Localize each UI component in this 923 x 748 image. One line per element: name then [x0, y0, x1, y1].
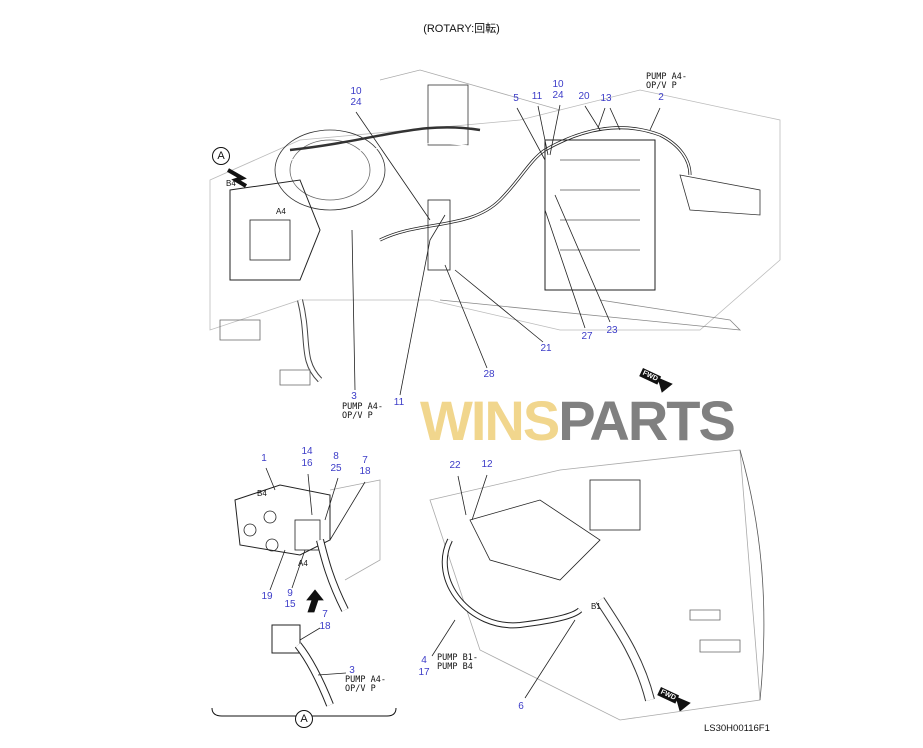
callout-13: 13: [600, 93, 612, 104]
callout-11: 11: [393, 397, 405, 408]
right-view-drawing: [429, 449, 765, 721]
callout-2: 2: [658, 92, 664, 103]
callout-22: 22: [449, 460, 461, 471]
fwd-arrow-lower: [675, 696, 691, 712]
callout-3: 3: [349, 665, 355, 676]
hose-note-pump-a4-opv-top: PUMP A4- OP/V P: [646, 72, 687, 91]
callout-5: 5: [513, 93, 519, 104]
drawing-code: LS30H00116F1: [704, 723, 770, 734]
fwd-arrow-upper: [657, 377, 673, 393]
callout-25: 25: [330, 463, 342, 474]
main-assembly-drawing: [209, 69, 781, 396]
callout-7: 7: [362, 455, 368, 466]
callout-15: 15: [284, 599, 296, 610]
port-b1-tag: B1: [591, 602, 601, 611]
callout-27: 27: [581, 331, 593, 342]
callout-12: 12: [481, 459, 493, 470]
callout-10: 10: [552, 79, 564, 90]
view-a-drawing: [211, 467, 397, 717]
callout-16: 16: [301, 458, 313, 469]
callout-4: 4: [421, 655, 427, 666]
callout-18: 18: [319, 621, 331, 632]
callout-20: 20: [578, 91, 590, 102]
callout-18: 18: [359, 466, 371, 477]
diagram-title: (ROTARY:回転): [423, 23, 500, 35]
callout-28: 28: [483, 369, 495, 380]
callout-24: 24: [350, 97, 362, 108]
watermark-logo: WINSPARTS: [420, 393, 736, 449]
hose-note-pump-a4-opv-main: PUMP A4- OP/V P: [342, 402, 383, 421]
callout-6: 6: [518, 701, 524, 712]
callout-3: 3: [351, 391, 357, 402]
callout-7: 7: [322, 609, 328, 620]
callout-10: 10: [350, 86, 362, 97]
callout-8: 8: [333, 451, 339, 462]
callout-23: 23: [606, 325, 618, 336]
callout-19: 19: [261, 591, 273, 602]
view-a-label: A: [295, 710, 313, 728]
port-a4-tag: A4: [276, 207, 286, 216]
callout-1: 1: [261, 453, 267, 464]
callout-14: 14: [301, 446, 313, 457]
watermark-part2: PARTS: [558, 389, 736, 452]
callout-17: 17: [418, 667, 430, 678]
port-b4-tag-view-a: B4: [257, 489, 267, 498]
callout-11: 11: [531, 91, 543, 102]
hose-note-pump-a4-opv-view-a: PUMP A4- OP/V P: [345, 675, 386, 694]
callout-9: 9: [287, 588, 293, 599]
watermark-part1: WINS: [420, 389, 560, 452]
port-b4-tag: B4: [226, 179, 236, 188]
view-a-marker: A: [212, 147, 230, 165]
hose-note-pump-b1-b4: PUMP B1- PUMP B4: [437, 653, 478, 672]
callout-24: 24: [552, 90, 564, 101]
port-a4-tag-view-a: A4: [298, 559, 308, 568]
callout-21: 21: [540, 343, 552, 354]
